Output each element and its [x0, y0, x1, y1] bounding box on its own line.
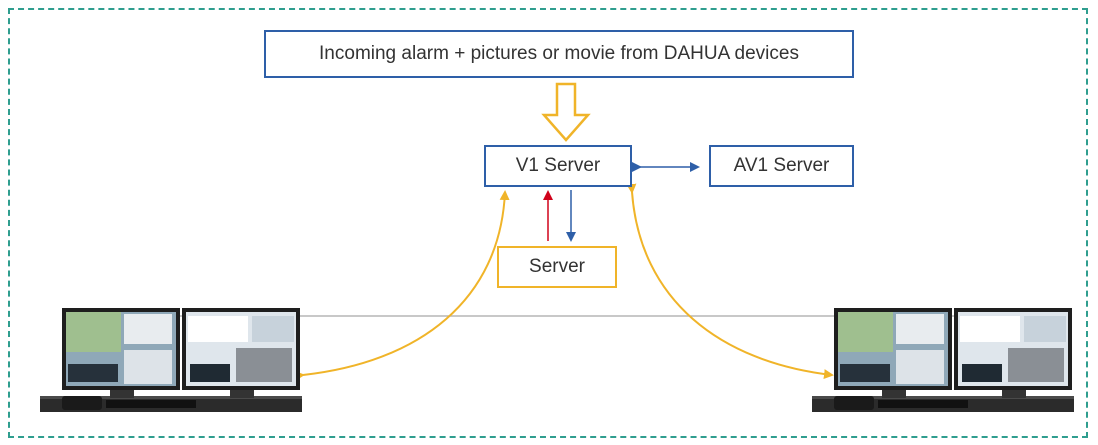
server-box: Server — [497, 246, 617, 288]
v1-server-box: V1 Server — [484, 145, 632, 187]
right-workstation-arrow — [626, 183, 834, 380]
v1-server-label: V1 Server — [515, 155, 601, 176]
incoming-alarm-label: Incoming alarm + pictures or movie from … — [319, 43, 799, 64]
incoming-alarm-box: Incoming alarm + pictures or movie from … — [264, 30, 854, 78]
av1-server-label: AV1 Server — [733, 155, 830, 176]
diagram-frame — [8, 8, 1088, 438]
dual-monitor-workstation-icon — [812, 308, 1074, 412]
incoming-down-arrow — [541, 82, 591, 142]
dual-monitor-workstation-icon — [40, 308, 302, 412]
left-workstation-arrow — [294, 190, 510, 381]
server-label: Server — [529, 256, 585, 277]
av1-server-box: AV1 Server — [709, 145, 854, 187]
